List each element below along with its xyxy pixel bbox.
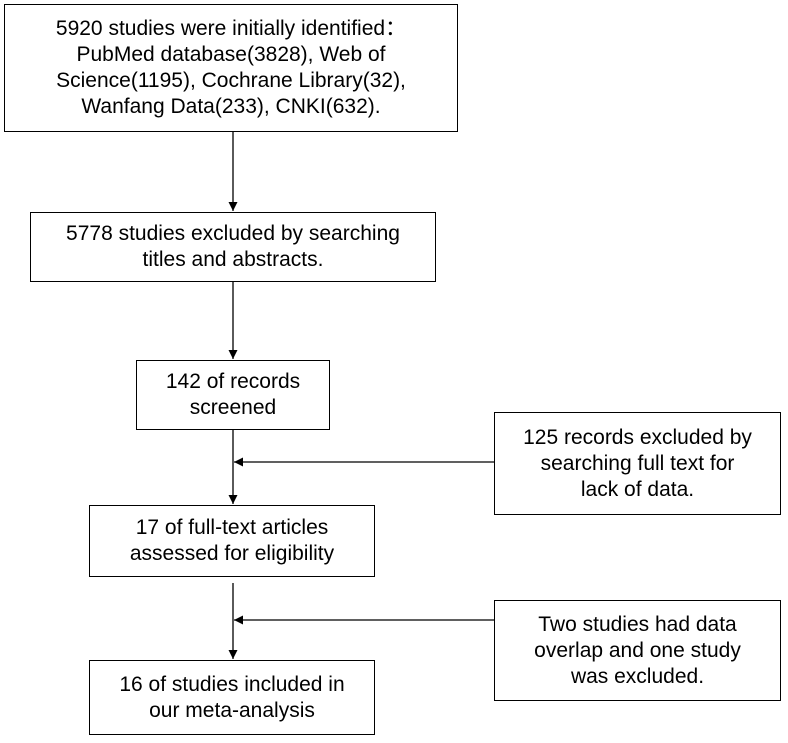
screened-line: 142 of records: [165, 370, 301, 393]
overlap-line: was excluded.: [570, 664, 705, 688]
excluded-fulltext-line: 125 records excluded by: [523, 425, 752, 449]
identified-line: 5920 studies were initially identified：: [55, 17, 407, 40]
excluded-titles-box: 5778 studies excluded by searching title…: [30, 212, 436, 282]
screened-line: screened: [189, 396, 277, 419]
identified-line: Science(1195), Cochrane Library(32),: [56, 69, 406, 92]
included-line: 16 of studies included in: [119, 672, 345, 696]
included-line: our meta-analysis: [149, 698, 315, 722]
overlap-box: Two studies had data overlap and one stu…: [494, 600, 781, 701]
assessed-line: 17 of full-text articles: [135, 516, 329, 539]
overlap-line: overlap and one study: [534, 638, 741, 662]
identified-line: PubMed database(3828), Web of: [76, 43, 386, 66]
excluded-titles-line: titles and abstracts.: [142, 248, 324, 271]
assessed-box: 17 of full-text articles assessed for el…: [89, 505, 375, 577]
overlap-line: Two studies had data: [538, 612, 737, 636]
identified-box: 5920 studies were initially identified： …: [4, 4, 458, 132]
excluded-fulltext-line: searching full text for: [540, 451, 735, 475]
excluded-fulltext-box: 125 records excluded by searching full t…: [494, 412, 781, 515]
identified-line: Wanfang Data(233), CNKI(632).: [81, 95, 381, 118]
assessed-line: assessed for eligibility: [129, 542, 335, 565]
screened-box: 142 of records screened: [136, 360, 330, 430]
excluded-titles-line: 5778 studies excluded by searching: [66, 222, 400, 245]
excluded-fulltext-line: lack of data.: [580, 477, 695, 501]
included-box: 16 of studies included in our meta-analy…: [89, 660, 375, 735]
